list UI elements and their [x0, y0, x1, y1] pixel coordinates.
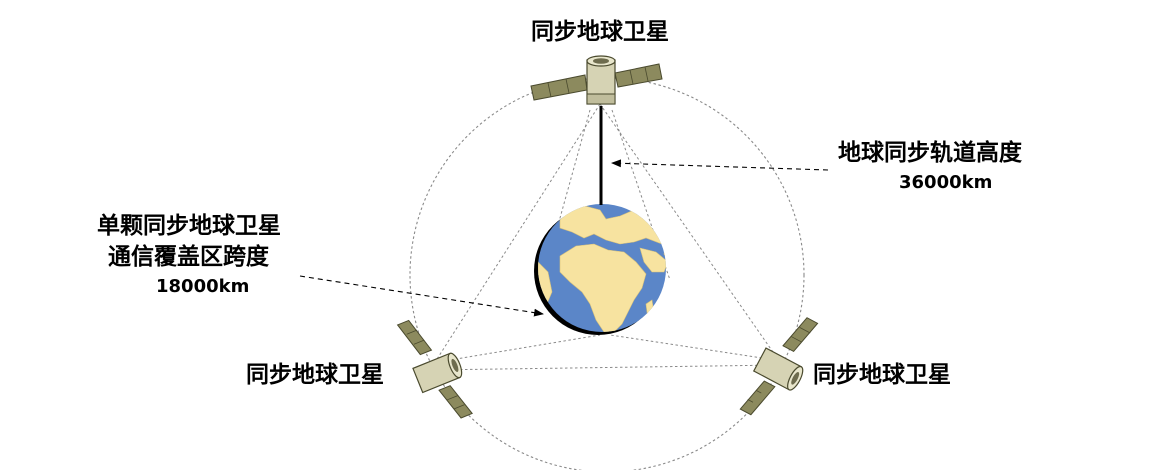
geostationary-orbit — [409, 77, 805, 470]
coverage-value: 18000km — [156, 276, 250, 297]
satellite-right-icon — [739, 317, 819, 416]
left-satellite-label: 同步地球卫星 — [246, 362, 384, 388]
satellite-left-icon — [396, 319, 473, 419]
orbit-altitude-value: 36000km — [899, 172, 993, 193]
coverage-arrow — [299, 275, 544, 317]
satellite-top-icon — [530, 55, 663, 105]
orbit-altitude-title: 地球同步轨道高度 — [838, 140, 1022, 166]
right-satellite-label: 同步地球卫星 — [813, 362, 951, 388]
top-satellite-label: 同步地球卫星 — [531, 19, 669, 45]
coverage-title-line2: 通信覆盖区跨度 — [108, 244, 269, 270]
coverage-title-line1: 单颗同步地球卫星 — [97, 213, 281, 239]
earth-globe — [534, 204, 666, 335]
altitude-arrow — [611, 159, 829, 171]
